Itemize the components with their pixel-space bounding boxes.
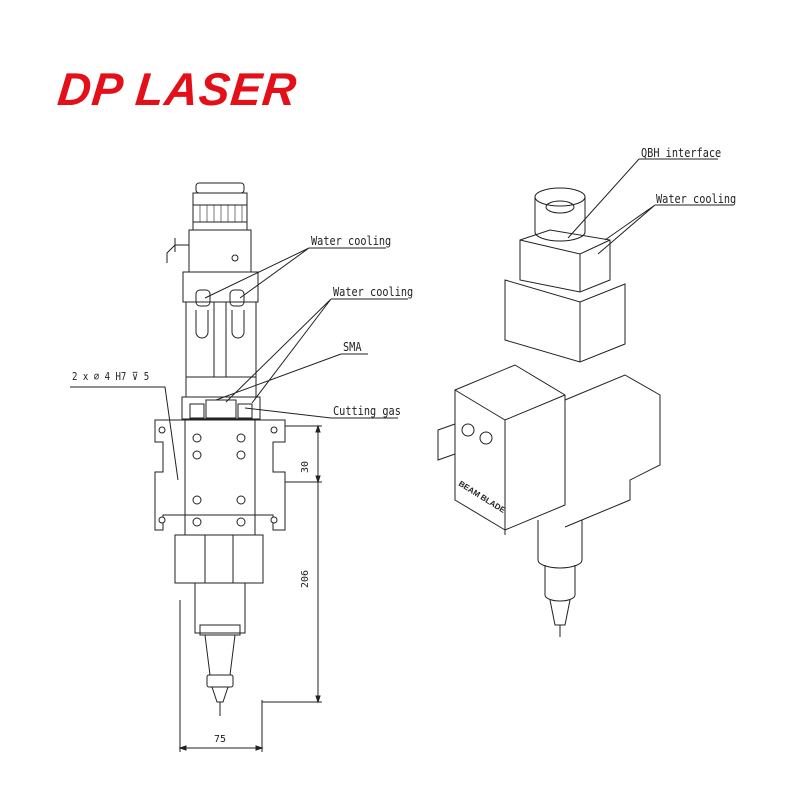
- label-sma: SMA: [343, 339, 362, 354]
- label-water-cooling-1: Water cooling: [311, 233, 392, 248]
- dim-30: 30: [300, 461, 311, 473]
- label-qbh-interface: QBH interface: [641, 145, 722, 160]
- label-hole-spec: 2 x ⌀ 4 H7 ⊽ 5: [72, 370, 150, 383]
- dim-206: 206: [300, 570, 311, 588]
- label-cutting-gas: Cutting gas: [333, 403, 401, 418]
- label-water-cooling-2: Water cooling: [333, 284, 414, 299]
- label-water-cooling-right: Water cooling: [656, 191, 737, 206]
- front-view: [70, 182, 408, 752]
- dim-75: 75: [214, 734, 226, 745]
- beam-blade-text: BEAM BLADE: [457, 479, 508, 515]
- isometric-view: [437, 158, 733, 637]
